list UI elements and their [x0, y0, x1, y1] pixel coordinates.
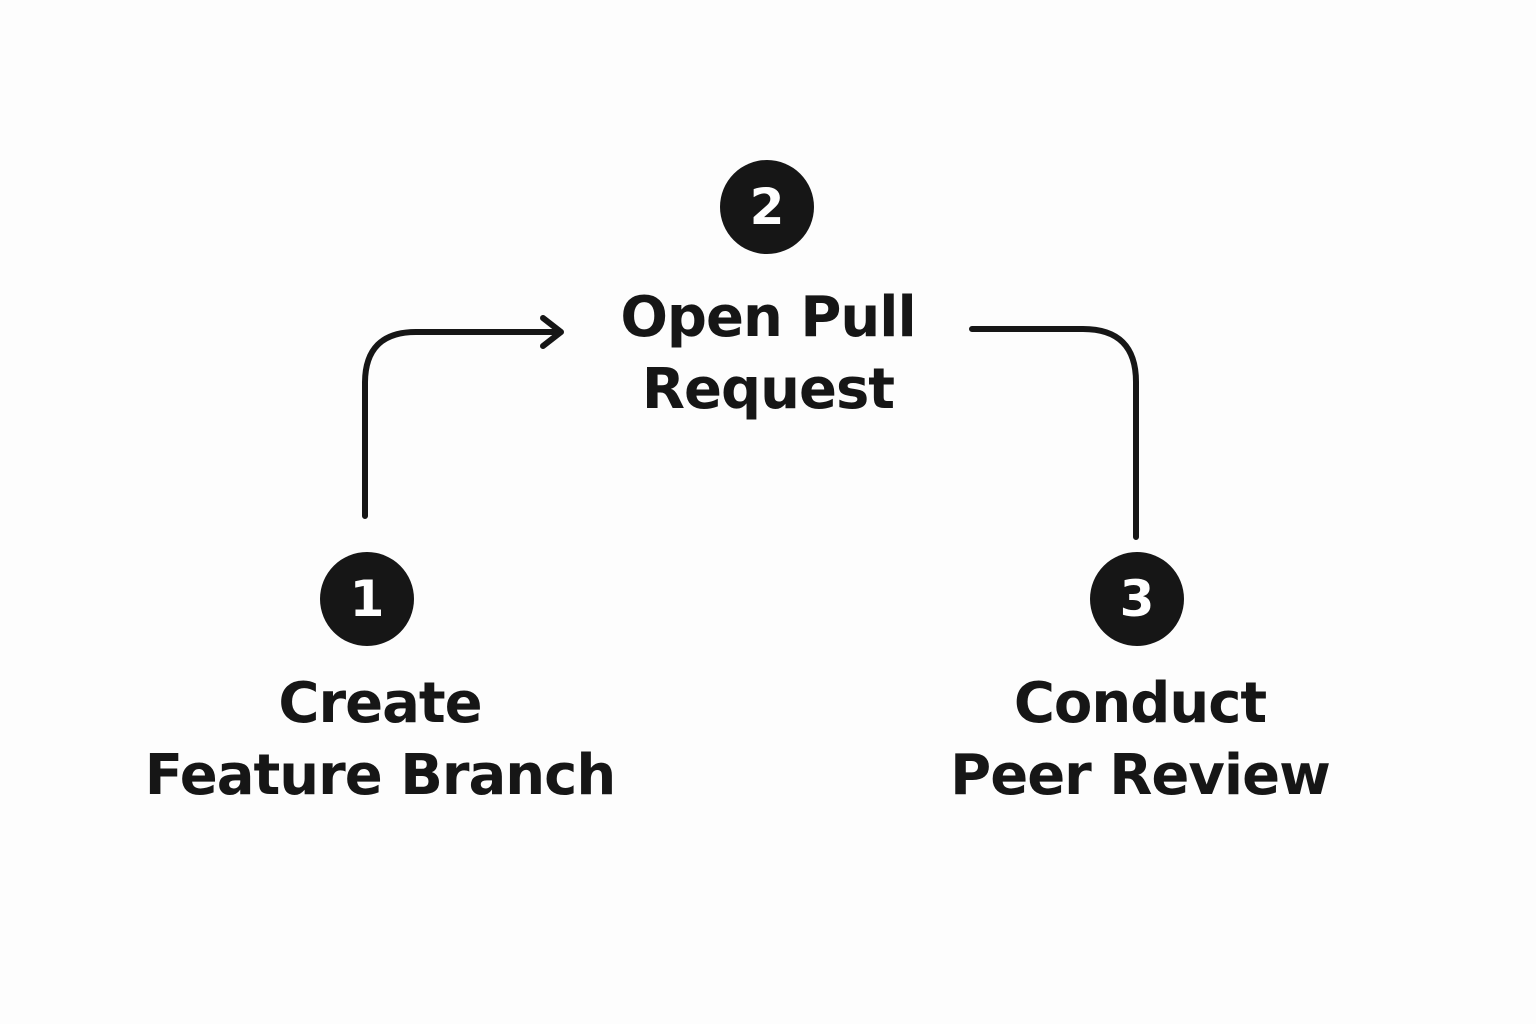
step-1-label-line2: Feature Branch — [144, 743, 617, 808]
step-3-label-line2: Peer Review — [950, 743, 1331, 808]
step-2-label-line2: Request — [641, 357, 895, 422]
connector-step1-to-step2 — [362, 329, 563, 519]
step-2-number-badge: 2 — [720, 160, 814, 254]
step-2-label: Open Pull Request — [568, 282, 968, 426]
connector-step2-to-step3 — [969, 326, 1139, 540]
step-3-number-badge: 3 — [1090, 552, 1184, 646]
arrowhead-icon — [540, 315, 564, 349]
step-3-label-line1: Conduct — [1013, 671, 1267, 736]
step-1-label: Create Feature Branch — [130, 668, 630, 812]
step-3-label: Conduct Peer Review — [940, 668, 1340, 812]
step-1-number-badge: 1 — [320, 552, 414, 646]
step-2-label-line1: Open Pull — [620, 285, 916, 350]
step-1-label-line1: Create — [278, 671, 482, 736]
